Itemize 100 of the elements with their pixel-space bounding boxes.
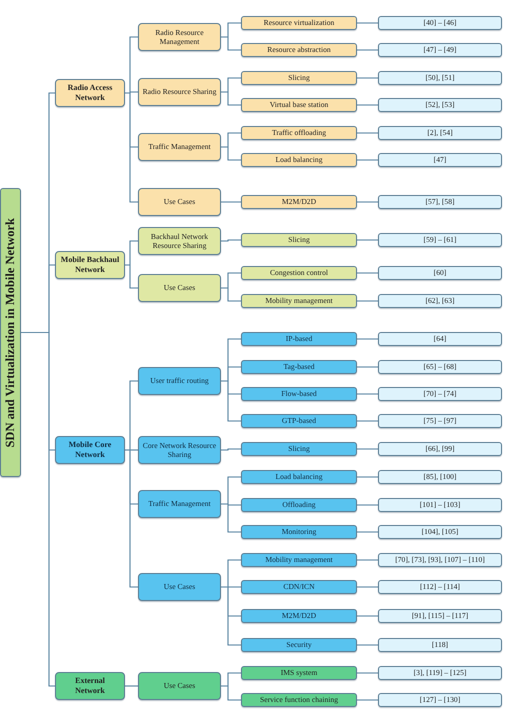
- topic-box: [241, 233, 357, 247]
- reference-box: [378, 294, 502, 308]
- topic-box: [241, 332, 357, 346]
- connector-line: [357, 559, 378, 561]
- connector-line: [357, 300, 378, 302]
- reference-box: [378, 98, 502, 112]
- root-box: [0, 188, 21, 477]
- topic-box: [241, 294, 357, 308]
- topic-box: [241, 71, 357, 85]
- subcategory-box: [138, 274, 221, 302]
- category-box: [55, 79, 125, 107]
- connector-line: [125, 92, 138, 203]
- connector-line: [221, 287, 241, 302]
- subcategory-box: [138, 133, 221, 161]
- topic-box: [241, 126, 357, 140]
- topic-box: [241, 666, 357, 680]
- reference-box: [378, 442, 502, 456]
- connector-line: [357, 272, 378, 274]
- connector-line: [357, 49, 378, 51]
- reference-box: [378, 233, 502, 247]
- reference-box: [378, 360, 502, 374]
- connector-line: [357, 644, 378, 646]
- topic-box: [241, 153, 357, 167]
- reference-box: [378, 693, 502, 707]
- category-box: [55, 672, 125, 700]
- reference-box: [378, 470, 502, 484]
- connector-line: [357, 366, 378, 368]
- reference-box: [378, 666, 502, 680]
- connector-line: [357, 201, 378, 203]
- reference-box: [378, 195, 502, 209]
- connector-line: [221, 239, 241, 242]
- connector-line: [357, 615, 378, 617]
- connector-line: [221, 91, 241, 106]
- category-label: Mobile Backhaul Network: [60, 255, 120, 275]
- connector-line: [125, 685, 138, 687]
- connector-line: [221, 201, 241, 203]
- connector-line: [357, 420, 378, 422]
- connector-line: [221, 380, 241, 422]
- connector-line: [357, 77, 378, 79]
- topic-box: [241, 43, 357, 57]
- root-label: SDN and Virtualization in Mobile Network: [3, 218, 18, 448]
- topic-box: [241, 360, 357, 374]
- category-label: Mobile Core Network: [68, 440, 112, 460]
- topic-box: [241, 414, 357, 428]
- topic-box: [241, 98, 357, 112]
- connector-line: [221, 36, 241, 51]
- connector-line: [357, 699, 378, 701]
- connector-line: [221, 586, 241, 646]
- connector-line: [357, 22, 378, 24]
- topic-box: [241, 693, 357, 707]
- reference-box: [378, 609, 502, 623]
- connector-line: [357, 132, 378, 134]
- connector-line: [357, 531, 378, 533]
- reference-box: [378, 525, 502, 539]
- connector-line: [221, 503, 241, 533]
- connector-line: [357, 159, 378, 161]
- connector-line: [357, 448, 378, 450]
- reference-box: [378, 126, 502, 140]
- reference-box: [378, 43, 502, 57]
- reference-box: [378, 266, 502, 280]
- topic-box: [241, 638, 357, 652]
- reference-box: [378, 71, 502, 85]
- connector-line: [221, 448, 241, 451]
- topic-box: [241, 387, 357, 401]
- connector-line: [221, 146, 241, 161]
- subcategory-box: [138, 188, 221, 216]
- connector-line: [357, 672, 378, 674]
- connector-line: [357, 239, 378, 241]
- reference-box: [378, 387, 502, 401]
- category-box: [55, 251, 125, 279]
- subcategory-box: [138, 436, 221, 464]
- reference-box: [378, 153, 502, 167]
- category-box: [55, 436, 125, 464]
- reference-box: [378, 638, 502, 652]
- topic-box: [241, 553, 357, 567]
- topic-box: [241, 266, 357, 280]
- topic-box: [241, 442, 357, 456]
- subcategory-box: [138, 23, 221, 51]
- subcategory-box: [138, 367, 221, 395]
- reference-box: [378, 498, 502, 512]
- topic-box: [241, 525, 357, 539]
- subcategory-box: [138, 78, 221, 106]
- connector-line: [357, 338, 378, 340]
- connector-line: [357, 476, 378, 478]
- connector-line: [357, 393, 378, 395]
- reference-box: [378, 16, 502, 30]
- topic-box: [241, 470, 357, 484]
- subcategory-box: [138, 573, 221, 601]
- connector-line: [125, 449, 138, 588]
- connector-line: [357, 504, 378, 506]
- category-label: Radio Access Network: [66, 83, 114, 103]
- connector-line: [357, 586, 378, 588]
- reference-box: [378, 553, 502, 567]
- subcategory-box: [138, 672, 221, 700]
- category-label: External Network: [74, 676, 106, 696]
- reference-box: [378, 414, 502, 428]
- subcategory-box: [138, 227, 221, 255]
- connector-line: [357, 104, 378, 106]
- topic-box: [241, 16, 357, 30]
- reference-box: [378, 332, 502, 346]
